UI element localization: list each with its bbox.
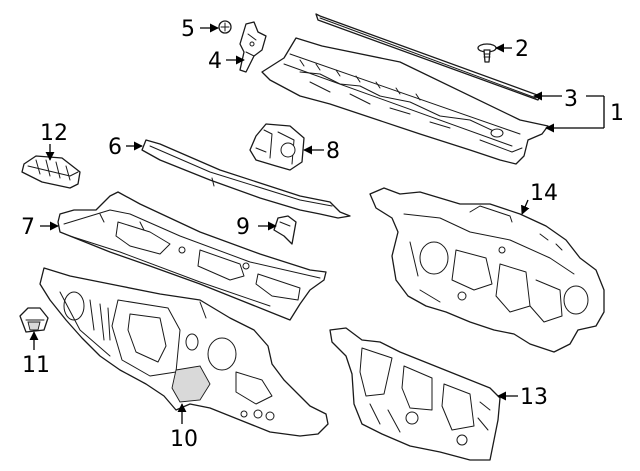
part-6-upper-brace[interactable] xyxy=(141,139,351,219)
callout-4: 4 xyxy=(208,49,222,74)
callout-13: 13 xyxy=(520,385,548,410)
callout-5: 5 xyxy=(181,17,195,42)
part-2-push-clip[interactable] xyxy=(477,43,497,63)
part-1-cowl-panel[interactable] xyxy=(261,37,549,165)
part-11-clip[interactable] xyxy=(19,307,49,333)
part-4-bracket[interactable] xyxy=(239,21,267,73)
part-12-insulator-pad[interactable] xyxy=(21,155,81,189)
callout-6: 6 xyxy=(108,135,122,160)
leader-lines xyxy=(29,23,605,424)
callout-12: 12 xyxy=(40,121,68,146)
part-10-dash-panel[interactable] xyxy=(39,267,329,437)
callout-labels: 1 2 3 4 5 6 7 8 9 10 11 12 13 14 xyxy=(21,17,624,452)
callout-7: 7 xyxy=(21,215,35,240)
part-7-lower-cowl[interactable] xyxy=(57,191,327,321)
callout-11: 11 xyxy=(22,353,50,378)
callout-8: 8 xyxy=(326,139,340,164)
callout-1: 1 xyxy=(610,101,624,126)
part-8-reinforcement[interactable] xyxy=(249,123,305,171)
callout-14: 14 xyxy=(530,181,558,206)
callout-10: 10 xyxy=(170,427,198,452)
part-9-clip[interactable] xyxy=(273,215,297,245)
part-14-dash-insulator[interactable] xyxy=(369,187,605,353)
callout-9: 9 xyxy=(236,215,250,240)
part-5-grommet[interactable] xyxy=(218,20,232,34)
part-13-lower-insulator[interactable] xyxy=(329,327,501,461)
callout-3: 3 xyxy=(564,87,578,112)
callout-2: 2 xyxy=(515,37,529,62)
